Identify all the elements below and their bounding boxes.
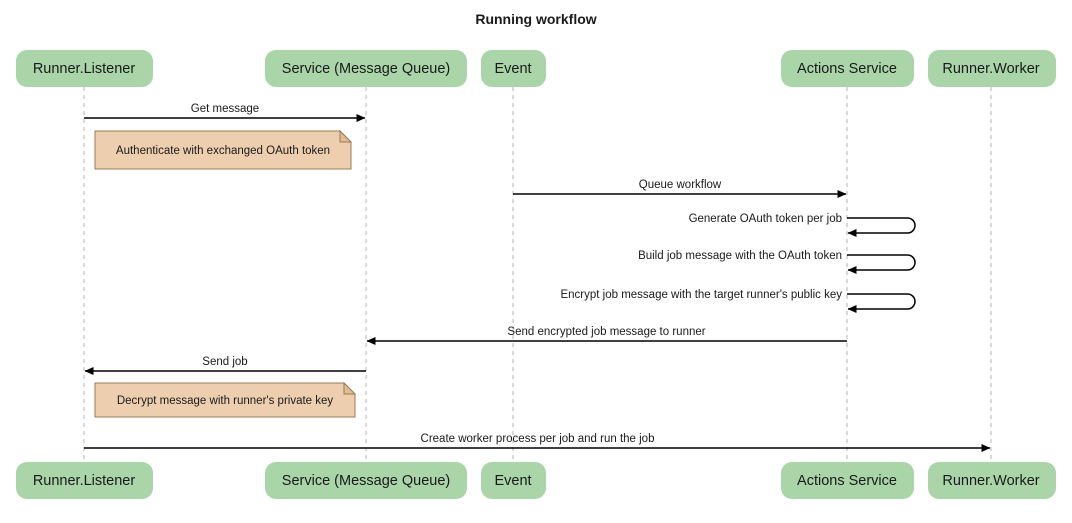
participant-box-runner-listener-top[interactable] xyxy=(16,50,153,87)
participant-label-runner-listener-top: Runner.Listener xyxy=(33,61,136,77)
participant-box-actions-service-bottom[interactable] xyxy=(781,462,914,499)
note-fold-corner-icon-authenticate-with-exchanged-oauth-token xyxy=(339,129,353,143)
message-label-queue-workflow: Queue workflow xyxy=(639,179,722,191)
participant-label-event-top: Event xyxy=(494,61,531,77)
message-arrow-encrypt-job-message-with-the-target-runners-public-key xyxy=(847,293,916,313)
note-decrypt-message-with-runners-private-key[interactable]: Decrypt message with runner's private ke… xyxy=(94,381,357,418)
message-arrow-generate-oauth-token-per-job xyxy=(847,217,916,237)
lifelines-group xyxy=(83,87,992,462)
page-title: Running workflow xyxy=(475,11,596,27)
message-label-get-message: Get message xyxy=(191,103,259,115)
participant-box-actions-service-top[interactable] xyxy=(781,50,914,87)
participant-box-service-message-queue-bottom[interactable] xyxy=(265,462,467,499)
note-body-decrypt-message-with-runners-private-key xyxy=(94,382,356,418)
participant-box-runner-worker-top[interactable] xyxy=(928,50,1056,87)
note-body-authenticate-with-exchanged-oauth-token xyxy=(94,130,352,170)
message-label-send-encrypted-job-message-to-runner: Send encrypted job message to runner xyxy=(507,326,705,338)
message-label-generate-oauth-token-per-job: Generate OAuth token per job xyxy=(689,213,842,225)
message-label-create-worker-process-per-job-and-run-the-job: Create worker process per job and run th… xyxy=(421,433,655,445)
message-label-build-job-message-with-the-oauth-token: Build job message with the OAuth token xyxy=(638,250,842,262)
message-queue-workflow[interactable]: Queue workflow xyxy=(513,179,847,198)
participant-label-runner-listener-bottom: Runner.Listener xyxy=(33,473,136,489)
participant-box-runner-listener-bottom[interactable] xyxy=(16,462,153,499)
participant-label-actions-service-top: Actions Service xyxy=(797,61,897,77)
notes-group: Authenticate with exchanged OAuth tokenD… xyxy=(94,129,357,418)
participant-header-row: Runner.Listener Service (Message Queue) Ev… xyxy=(16,50,1056,87)
participant-box-event-bottom[interactable] xyxy=(481,462,546,499)
participant-box-event-top[interactable] xyxy=(481,50,546,87)
participant-footer-row: Runner.Listener Service (Message Queue) Ev… xyxy=(16,462,1056,499)
participant-box-service-message-queue-top[interactable] xyxy=(265,50,467,87)
participant-label-service-message-queue-top: Service (Message Queue) xyxy=(282,61,450,77)
message-send-job[interactable]: Send job xyxy=(84,356,366,375)
participant-box-runner-worker-bottom[interactable] xyxy=(928,462,1056,499)
message-create-worker-process-per-job-and-run-the-job[interactable]: Create worker process per job and run th… xyxy=(84,433,991,452)
participant-label-runner-worker-top: Runner.Worker xyxy=(942,61,1039,77)
message-label-encrypt-job-message-with-the-target-runners-public-key: Encrypt job message with the target runn… xyxy=(560,289,842,301)
participant-label-actions-service-bottom: Actions Service xyxy=(797,473,897,489)
message-arrow-build-job-message-with-the-oauth-token xyxy=(847,254,916,274)
message-encrypt-job-message-with-the-target-runners-public-key[interactable]: Encrypt job message with the target runn… xyxy=(560,289,916,313)
message-build-job-message-with-the-oauth-token[interactable]: Build job message with the OAuth token xyxy=(638,250,916,274)
message-get-message[interactable]: Get message xyxy=(84,103,366,122)
participant-label-service-message-queue-bottom: Service (Message Queue) xyxy=(282,473,450,489)
note-label-decrypt-message-with-runners-private-key: Decrypt message with runner's private ke… xyxy=(117,395,334,407)
message-generate-oauth-token-per-job[interactable]: Generate OAuth token per job xyxy=(689,213,916,237)
note-fold-corner-icon-decrypt-message-with-runners-private-key xyxy=(343,381,357,395)
note-authenticate-with-exchanged-oauth-token[interactable]: Authenticate with exchanged OAuth token xyxy=(94,129,353,170)
message-send-encrypted-job-message-to-runner[interactable]: Send encrypted job message to runner xyxy=(366,326,847,345)
participant-label-event-bottom: Event xyxy=(494,473,531,489)
note-label-authenticate-with-exchanged-oauth-token: Authenticate with exchanged OAuth token xyxy=(116,145,330,157)
participant-label-runner-worker-bottom: Runner.Worker xyxy=(942,473,1039,489)
message-label-send-job: Send job xyxy=(202,356,247,368)
